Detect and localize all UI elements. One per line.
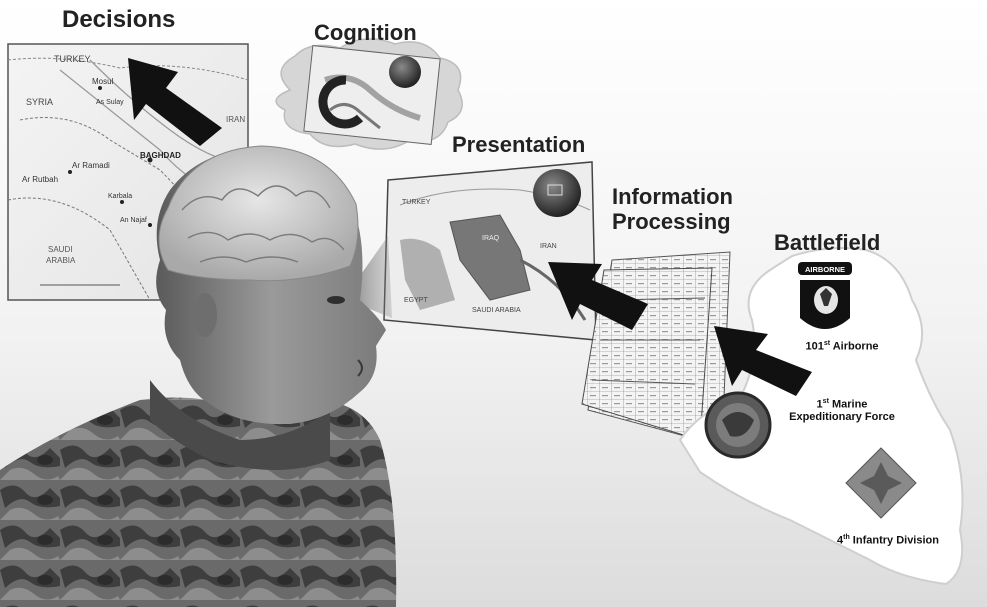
- infantry-number: 4: [837, 534, 844, 547]
- airborne-suffix: st: [823, 340, 831, 347]
- label-decisions: Decisions: [62, 6, 176, 33]
- marine-line2: Expeditionary Force: [789, 410, 895, 423]
- pres-label-turkey: TURKEY: [402, 199, 431, 206]
- airborne-number: 101: [805, 340, 824, 353]
- marine-line1: Marine: [831, 398, 868, 411]
- map-label-syria: SYRIA: [26, 97, 53, 107]
- label-4th-infantry: 4th Infantry Division: [818, 534, 958, 547]
- airborne-tab-text: AIRBORNE: [805, 265, 845, 274]
- pres-label-iraq: IRAQ: [482, 235, 500, 242]
- marine-emblem: [704, 391, 772, 459]
- label-cognition: Cognition: [314, 20, 417, 45]
- map-label-as-sulay: As Sulay: [96, 99, 124, 106]
- label-101st-airborne: 101st Airborne: [790, 340, 894, 353]
- map-label-iran: IRAN: [226, 115, 245, 124]
- label-1st-marine: 1st Marine Expeditionary Force: [772, 398, 912, 423]
- map-label-turkey: TURKEY: [54, 54, 91, 64]
- map-label-ar-rutbah: Ar Rutbah: [22, 175, 58, 184]
- arrow-to-information: [714, 326, 812, 396]
- map-label-baghdad: BAGHDAD: [140, 151, 181, 160]
- map-label-karbala: Karbala: [108, 193, 132, 200]
- map-label-ar-ramadi: Ar Ramadi: [72, 161, 110, 170]
- soldier-figure: [0, 145, 397, 607]
- airborne-text: Airborne: [832, 340, 879, 353]
- label-information-processing: Information Processing: [612, 184, 733, 235]
- infantry-patch: [845, 447, 917, 519]
- marine-suffix: st: [822, 398, 829, 405]
- label-battlefield: Battlefield: [774, 230, 881, 255]
- cognition-cloud: [275, 38, 463, 150]
- map-label-arabia: ARABIA: [46, 256, 76, 265]
- map-label-saudi: SAUDI: [48, 245, 72, 254]
- arrow-to-decisions: [128, 58, 222, 146]
- marine-number: 1: [816, 398, 823, 411]
- infantry-text: Infantry Division: [852, 534, 939, 547]
- airborne-patch: AIRBORNE: [798, 262, 852, 329]
- map-label-an-najaf: An Najaf: [120, 217, 147, 224]
- arrow-to-presentation: [548, 262, 648, 330]
- label-presentation: Presentation: [452, 132, 586, 157]
- map-label-mosul: Mosul: [92, 77, 114, 86]
- vision-beam: [350, 236, 392, 318]
- pres-label-iran: IRAN: [540, 243, 557, 250]
- pres-label-egypt: EGYPT: [404, 297, 428, 304]
- infantry-suffix: th: [843, 534, 850, 541]
- pres-label-saudi: SAUDI ARABIA: [472, 307, 521, 314]
- brain-outline: [158, 145, 359, 282]
